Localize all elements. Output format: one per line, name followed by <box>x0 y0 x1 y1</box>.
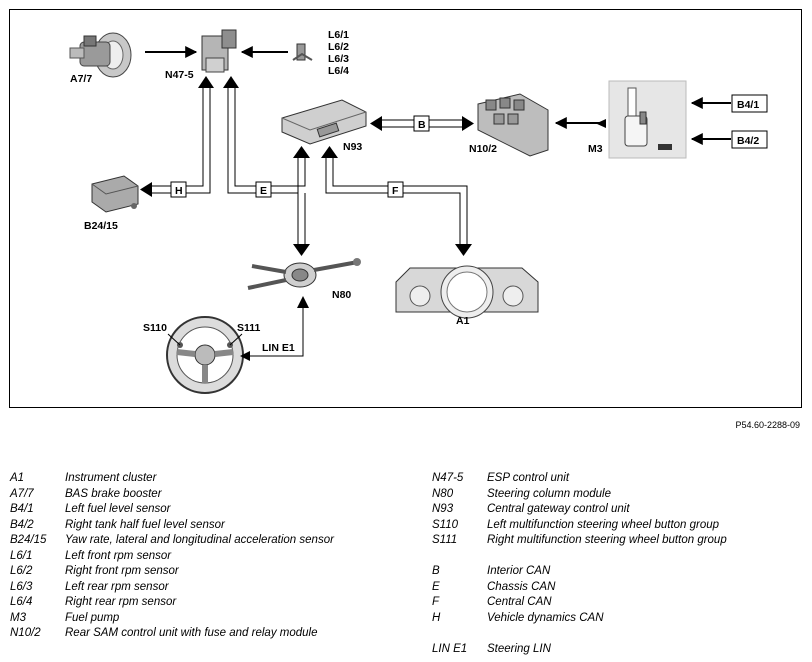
b4-1-box <box>731 94 768 113</box>
label-b24-15: B24/15 <box>84 220 118 232</box>
label-s110: S110 <box>143 322 167 334</box>
bus-e-lines <box>227 84 306 194</box>
bus-f-lines <box>325 154 468 248</box>
label-n47-5: N47-5 <box>165 69 194 81</box>
bus-e-to-n80-lines <box>297 193 306 248</box>
brake-booster-picture <box>69 32 132 78</box>
yaw-sensor-picture <box>91 175 139 213</box>
esp-unit-picture <box>201 29 237 73</box>
legend-spacer <box>432 549 727 565</box>
diagram-frame <box>9 9 802 408</box>
label-l6-1: L6/1 <box>328 29 349 41</box>
label-l6-3: L6/3 <box>328 53 349 65</box>
rear-sam-picture <box>477 93 549 157</box>
label-n80: N80 <box>332 289 351 301</box>
bus-h-label: H <box>175 185 183 197</box>
label-m3: M3 <box>588 143 603 155</box>
bus-b-box <box>413 115 430 132</box>
instrument-cluster-picture <box>395 265 539 319</box>
bus-h-box <box>170 181 187 198</box>
network-diagram: A7/7 N47-5 L6/1 L6/2 L6/3 L6/4 N93 N10/2 <box>69 29 768 394</box>
steering-column-module-picture <box>247 258 361 290</box>
label-n10-2: N10/2 <box>469 143 497 155</box>
fuel-pump-picture <box>608 80 687 159</box>
bus-e-label: E <box>260 185 267 197</box>
rpm-sensor-picture <box>292 43 313 61</box>
bus-b-label: B <box>418 119 426 131</box>
label-l6-2: L6/2 <box>328 41 349 53</box>
s110-leader-line <box>167 333 181 346</box>
label-b4-1: B4/1 <box>737 99 759 111</box>
b4-2-box <box>731 130 768 149</box>
lin-e1-lines <box>248 304 304 357</box>
bus-f-label: F <box>392 185 399 197</box>
bus-h-lines <box>150 84 211 194</box>
label-a7-7: A7/7 <box>70 73 92 85</box>
legend-spacer <box>432 626 727 642</box>
label-b4-2: B4/2 <box>737 135 759 147</box>
s111-leader-line <box>229 333 243 346</box>
gateway-unit-picture <box>281 99 367 145</box>
label-s111: S111 <box>237 322 261 334</box>
bus-arrowheads <box>140 76 606 361</box>
label-l6-4: L6/4 <box>328 65 349 77</box>
figure-reference: P54.60-2288-09 <box>735 420 800 430</box>
bus-f-box <box>387 181 404 198</box>
bus-lin-label: LIN E1 <box>262 342 295 354</box>
bus-e-box <box>255 181 272 198</box>
label-n93: N93 <box>343 141 362 153</box>
label-a1: A1 <box>456 315 470 327</box>
steering-wheel-picture <box>166 316 244 394</box>
